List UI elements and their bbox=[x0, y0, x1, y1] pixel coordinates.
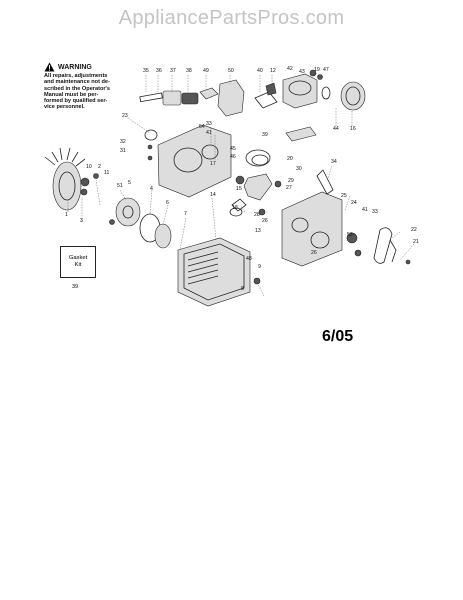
callout-label: 33 bbox=[206, 121, 212, 127]
callout-label: 23 bbox=[122, 113, 128, 119]
callout-label: 42 bbox=[287, 66, 293, 72]
callout-label: 41 bbox=[362, 207, 368, 213]
callout-label: 17 bbox=[210, 161, 216, 167]
callout-label: 43 bbox=[299, 69, 305, 75]
callout-label: 14 bbox=[210, 192, 216, 198]
callout-label: 53 bbox=[347, 232, 353, 238]
callout-label: 41 bbox=[206, 130, 212, 136]
warning-triangle-icon bbox=[44, 62, 55, 72]
callout-label: 30 bbox=[296, 166, 302, 172]
callout-label: 24 bbox=[351, 200, 357, 206]
callout-label: 25 bbox=[341, 193, 347, 199]
callout-label: 13 bbox=[255, 228, 261, 234]
callout-label: 36 bbox=[156, 68, 162, 74]
starter-housing bbox=[177, 237, 261, 307]
callout-label: 7 bbox=[184, 211, 187, 217]
callout-label: 28 bbox=[254, 212, 260, 218]
callout-label: 26 bbox=[262, 218, 268, 224]
callout-label: 37 bbox=[170, 68, 176, 74]
right-housing bbox=[281, 169, 411, 267]
warning-notice: WARNING All repairs, adjustments and mai… bbox=[44, 62, 128, 111]
callout-label: 44 bbox=[333, 126, 339, 132]
callout-label: 40 bbox=[257, 68, 263, 74]
callout-label: 45 bbox=[230, 146, 236, 152]
callout-label: 49 bbox=[203, 68, 209, 74]
callout-label: 39 bbox=[262, 132, 268, 138]
callout-label: 48 bbox=[246, 256, 252, 262]
callout-label: 22 bbox=[411, 227, 417, 233]
callout-label: 16 bbox=[350, 126, 356, 132]
callout-label: 12 bbox=[270, 68, 276, 74]
callout-label: 9 bbox=[258, 264, 261, 270]
callout-label: 18 bbox=[232, 205, 238, 211]
callout-label: 46 bbox=[230, 154, 236, 160]
revision-date: 6/05 bbox=[322, 328, 354, 345]
clutch-assembly bbox=[109, 197, 243, 249]
crankcase bbox=[144, 124, 232, 198]
callout-label: 54 bbox=[199, 124, 205, 130]
callout-label: 35 bbox=[143, 68, 149, 74]
callout-labels: 35 36 37 38 49 50 40 12 42 43 19 47 44 1… bbox=[65, 66, 419, 292]
callout-label: 21 bbox=[413, 239, 419, 245]
callout-label: 33 bbox=[372, 209, 378, 215]
callout-label: 2 bbox=[98, 164, 101, 170]
flywheel bbox=[44, 147, 99, 211]
callout-label: 20 bbox=[287, 156, 293, 162]
callout-label: 51 bbox=[117, 183, 123, 189]
callout-label: 47 bbox=[323, 67, 329, 73]
callout-label: 1 bbox=[65, 212, 68, 218]
gasket-kit-number: 39 bbox=[72, 284, 79, 290]
leader-lines bbox=[67, 75, 415, 297]
callout-label: 27 bbox=[286, 185, 292, 191]
callout-label: 6 bbox=[166, 200, 169, 206]
callout-label: 11 bbox=[104, 170, 109, 176]
callout-label: 15 bbox=[236, 186, 242, 192]
callout-label: 29 bbox=[288, 178, 294, 184]
callout-label: 50 bbox=[228, 68, 234, 74]
callout-label: 10 bbox=[86, 164, 92, 170]
crankshaft-piston bbox=[231, 126, 317, 216]
callout-label: 8 bbox=[241, 286, 244, 292]
callout-label: 31 bbox=[120, 148, 126, 154]
callout-label: 19 bbox=[314, 67, 320, 73]
warning-title: WARNING bbox=[58, 63, 92, 71]
site-title: AppliancePartsPros.com bbox=[118, 7, 345, 29]
callout-label: 4 bbox=[150, 186, 153, 192]
callout-label: 34 bbox=[331, 159, 337, 165]
callout-label: 5 bbox=[128, 180, 131, 186]
warning-text: All repairs, adjustments and maintenance… bbox=[44, 73, 110, 111]
callout-label: 38 bbox=[186, 68, 192, 74]
callout-label: 26 bbox=[311, 250, 317, 256]
gasket-kit-box: Gasket Kit bbox=[60, 246, 96, 278]
top-parts bbox=[139, 69, 366, 117]
callout-label: 3 bbox=[80, 218, 83, 224]
callout-label: 32 bbox=[120, 139, 126, 145]
